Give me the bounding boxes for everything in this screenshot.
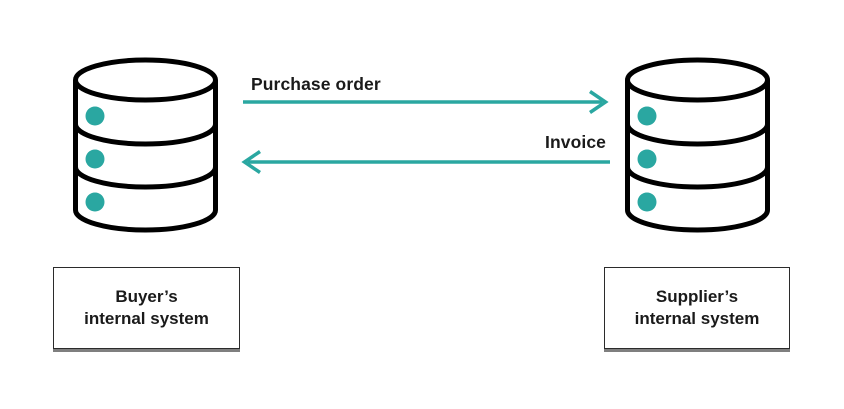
status-dot (637, 149, 657, 169)
status-dot (637, 192, 657, 212)
status-dot (85, 106, 105, 126)
supplier-system-label-line1: Supplier’s (655, 286, 739, 306)
buyer-database-icon (73, 57, 218, 233)
supplier-system-label-line2: internal system (634, 309, 760, 328)
invoice-label: Invoice (544, 132, 606, 152)
status-dot (637, 106, 657, 126)
status-dot (85, 149, 105, 169)
buyer-system-box: Buyer’s internal system (53, 267, 240, 349)
invoice-arrow (241, 150, 610, 174)
purchase-order-label: Purchase order (251, 74, 381, 94)
status-dot (85, 192, 105, 212)
buyer-system-label-line2: internal system (84, 309, 209, 328)
flow-arrows (241, 90, 610, 174)
purchase-order-arrow (243, 90, 609, 114)
supplier-database-icon (625, 57, 770, 233)
buyer-system-label-line1: Buyer’s (115, 286, 178, 306)
supplier-system-box: Supplier’s internal system (604, 267, 790, 349)
